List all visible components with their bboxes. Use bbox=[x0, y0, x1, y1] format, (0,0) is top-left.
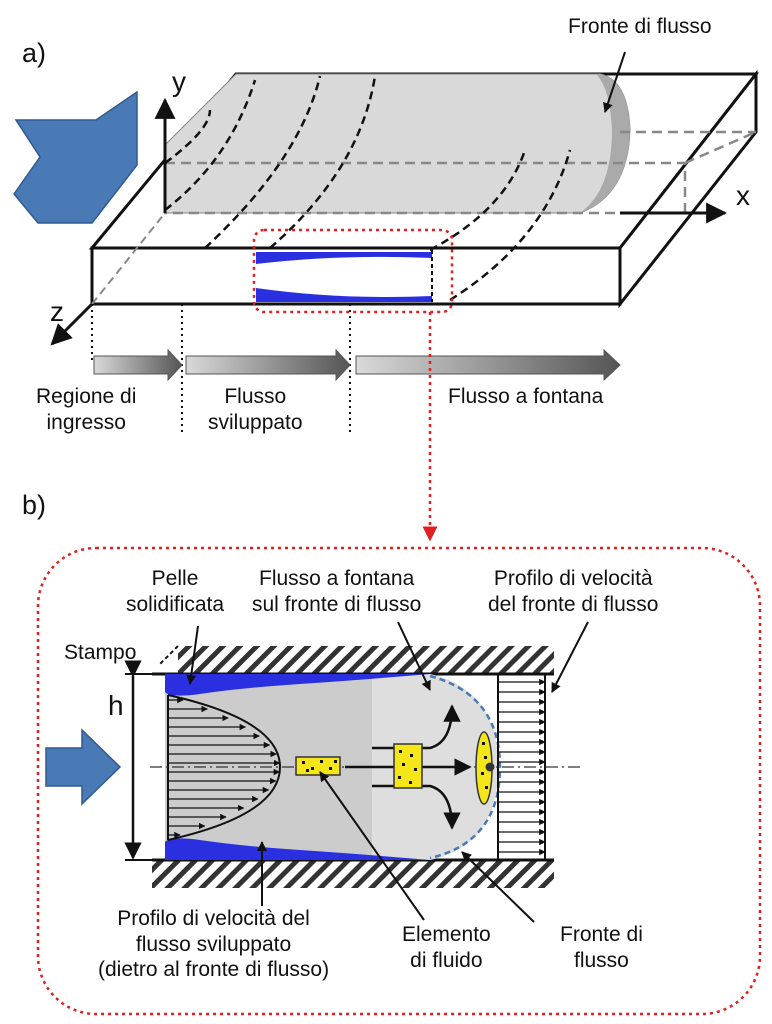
leader-lines-b bbox=[186, 621, 589, 923]
label-entry-region: Regione di ingresso bbox=[36, 385, 137, 434]
solidified-skin-bottom bbox=[165, 838, 430, 860]
region-separators bbox=[91, 304, 351, 436]
panel-b-label: b) bbox=[22, 490, 47, 520]
leader-flow-front-a bbox=[603, 51, 626, 113]
label-flow-front-b: Fronte di flusso bbox=[560, 923, 643, 972]
fluid-element-particles bbox=[295, 731, 495, 805]
label-front-velocity-profile: Profilo di velocità del fronte di flusso bbox=[488, 567, 659, 616]
label-developed-flow: Flusso sviluppato bbox=[208, 385, 303, 434]
label-fluid-element: Elemento di fluido bbox=[402, 923, 491, 972]
label-fountain-on-front: Flusso a fontana sul fronte di flusso bbox=[252, 567, 422, 616]
developed-velocity-profile bbox=[167, 694, 282, 841]
axis-x-label: x bbox=[736, 180, 750, 211]
label-developed-velocity-profile: Profilo di velocità del flusso sviluppat… bbox=[98, 907, 330, 982]
detail-frame bbox=[36, 546, 762, 1016]
label-solidified-skin: Pelle solidificata bbox=[126, 567, 225, 616]
axis-z-label: z bbox=[50, 296, 64, 327]
region-arrows bbox=[93, 348, 621, 382]
axis-y-label: y bbox=[172, 66, 186, 97]
inlet-arrow-a bbox=[13, 90, 138, 224]
coordinate-axes bbox=[50, 97, 728, 346]
flow-front-curve bbox=[429, 674, 502, 860]
label-flow-front-a: Fronte di flusso bbox=[568, 15, 712, 38]
panel-a-plate bbox=[88, 69, 760, 309]
label-thickness-h: h bbox=[108, 690, 124, 721]
label-fountain-flow: Flusso a fontana bbox=[448, 385, 604, 408]
solidified-skin-top bbox=[165, 674, 430, 696]
flow-front-surface bbox=[580, 74, 630, 213]
label-mold: Stampo bbox=[64, 641, 137, 664]
zoom-region-highlight bbox=[252, 228, 454, 314]
thickness-dimension bbox=[124, 660, 165, 861]
inlet-arrow-b bbox=[45, 728, 122, 806]
panel-a-label: a) bbox=[22, 38, 47, 68]
